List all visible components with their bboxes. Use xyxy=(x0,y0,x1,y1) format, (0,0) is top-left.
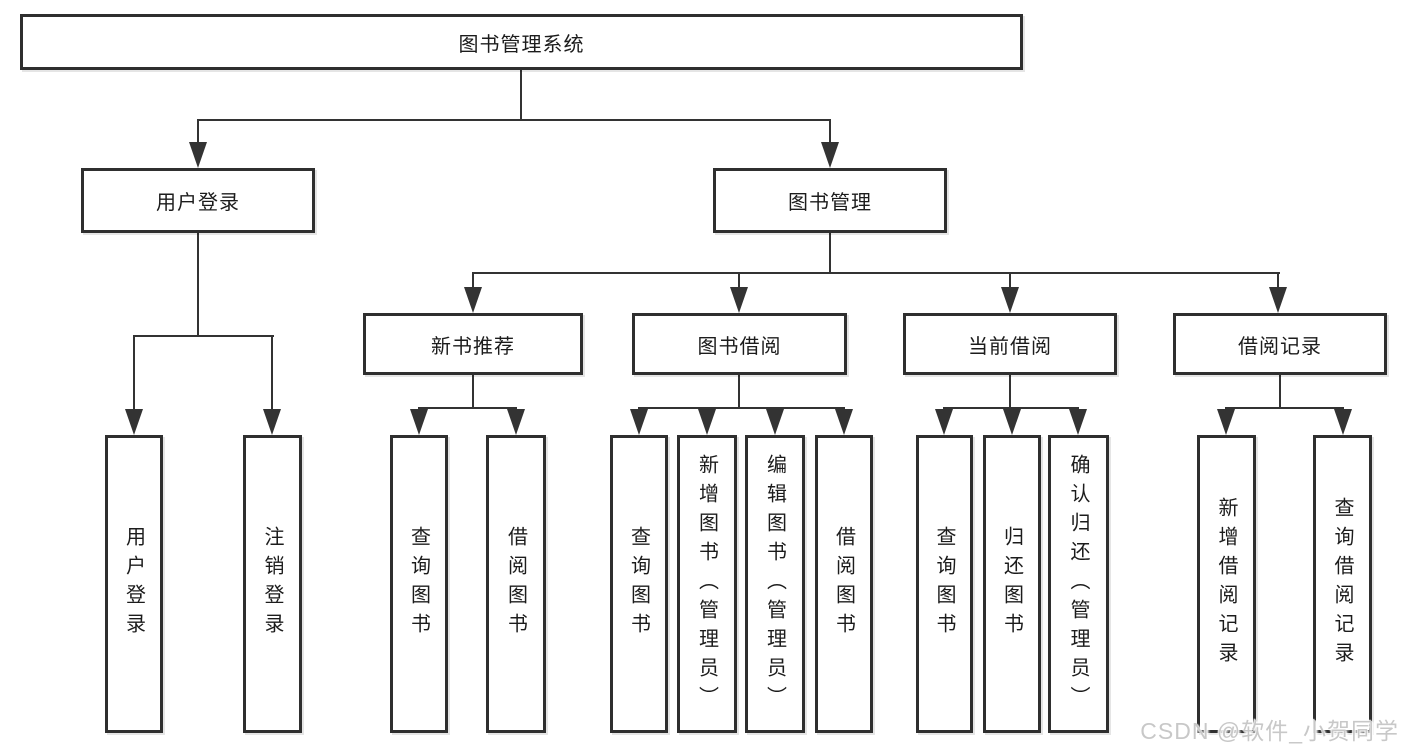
leaf-user-login: 用户登录 xyxy=(105,435,163,733)
leaf-add-book-admin: 新增图书（管理员） xyxy=(677,435,737,733)
arrowhead-cb-leaf3 xyxy=(1069,409,1087,435)
connector-user-login-trunk xyxy=(197,233,199,337)
leaf-query-books-1: 查询图书 xyxy=(390,435,448,733)
arrowhead-bb-leaf3 xyxy=(766,409,784,435)
arrowhead-cb-leaf2 xyxy=(1003,409,1021,435)
node-book-management: 图书管理 xyxy=(713,168,947,233)
connector-level1-rail xyxy=(197,119,831,121)
connector-to-leaf-logout xyxy=(271,335,273,425)
connector-borrowing-trunk xyxy=(738,375,740,409)
arrowhead-book-management xyxy=(821,142,839,168)
leaf-borrow-books-1: 借阅图书 xyxy=(486,435,546,733)
node-current-borrowing: 当前借阅 xyxy=(903,313,1117,375)
arrowhead-cb-leaf1 xyxy=(935,409,953,435)
connector-to-book-management xyxy=(829,119,831,159)
arrowhead-bb-leaf1 xyxy=(630,409,648,435)
connector-new-book-rail xyxy=(418,407,517,409)
arrowhead-bb-leaf2 xyxy=(698,409,716,435)
node-book-borrowing: 图书借阅 xyxy=(632,313,847,375)
arrowhead-bb-leaf4 xyxy=(835,409,853,435)
connector-records-trunk xyxy=(1279,375,1281,409)
connector-user-login-rail xyxy=(133,335,274,337)
connector-root-trunk xyxy=(520,70,522,121)
connector-records-rail xyxy=(1225,407,1344,409)
connector-new-book-trunk xyxy=(472,375,474,409)
arrowhead-br-leaf2 xyxy=(1334,409,1352,435)
leaf-query-books-3: 查询图书 xyxy=(916,435,973,733)
arrowhead-current-borrowing xyxy=(1001,287,1019,313)
connector-borrowing-rail xyxy=(638,407,845,409)
leaf-confirm-return-admin: 确认归还（管理员） xyxy=(1048,435,1109,733)
leaf-query-books-2: 查询图书 xyxy=(610,435,668,733)
leaf-return-books: 归还图书 xyxy=(983,435,1041,733)
watermark-text: CSDN @软件_小贺同学 xyxy=(1140,718,1399,744)
node-user-login: 用户登录 xyxy=(81,168,315,233)
arrowhead-nb-leaf1 xyxy=(410,409,428,435)
leaf-add-borrow-record: 新增借阅记录 xyxy=(1197,435,1256,733)
arrowhead-new-book-recommend xyxy=(464,287,482,313)
arrowhead-leaf-user-login xyxy=(125,409,143,435)
connector-to-leaf-user-login xyxy=(133,335,135,425)
node-borrowing-records: 借阅记录 xyxy=(1173,313,1387,375)
connector-to-user-login xyxy=(197,119,199,159)
leaf-logout: 注销登录 xyxy=(243,435,302,733)
connector-level3-rail xyxy=(472,272,1280,274)
arrowhead-br-leaf1 xyxy=(1217,409,1235,435)
leaf-query-borrow-record: 查询借阅记录 xyxy=(1313,435,1372,733)
node-new-book-recommend: 新书推荐 xyxy=(363,313,583,375)
arrowhead-leaf-logout xyxy=(263,409,281,435)
arrowhead-book-borrowing xyxy=(730,287,748,313)
arrowhead-user-login xyxy=(189,142,207,168)
arrowhead-borrowing-records xyxy=(1269,287,1287,313)
node-library-system: 图书管理系统 xyxy=(20,14,1023,70)
connector-current-trunk xyxy=(1009,375,1011,409)
leaf-edit-book-admin: 编辑图书（管理员） xyxy=(745,435,805,733)
arrowhead-nb-leaf2 xyxy=(507,409,525,435)
connector-book-management-trunk xyxy=(829,233,831,274)
leaf-borrow-books-2: 借阅图书 xyxy=(815,435,873,733)
